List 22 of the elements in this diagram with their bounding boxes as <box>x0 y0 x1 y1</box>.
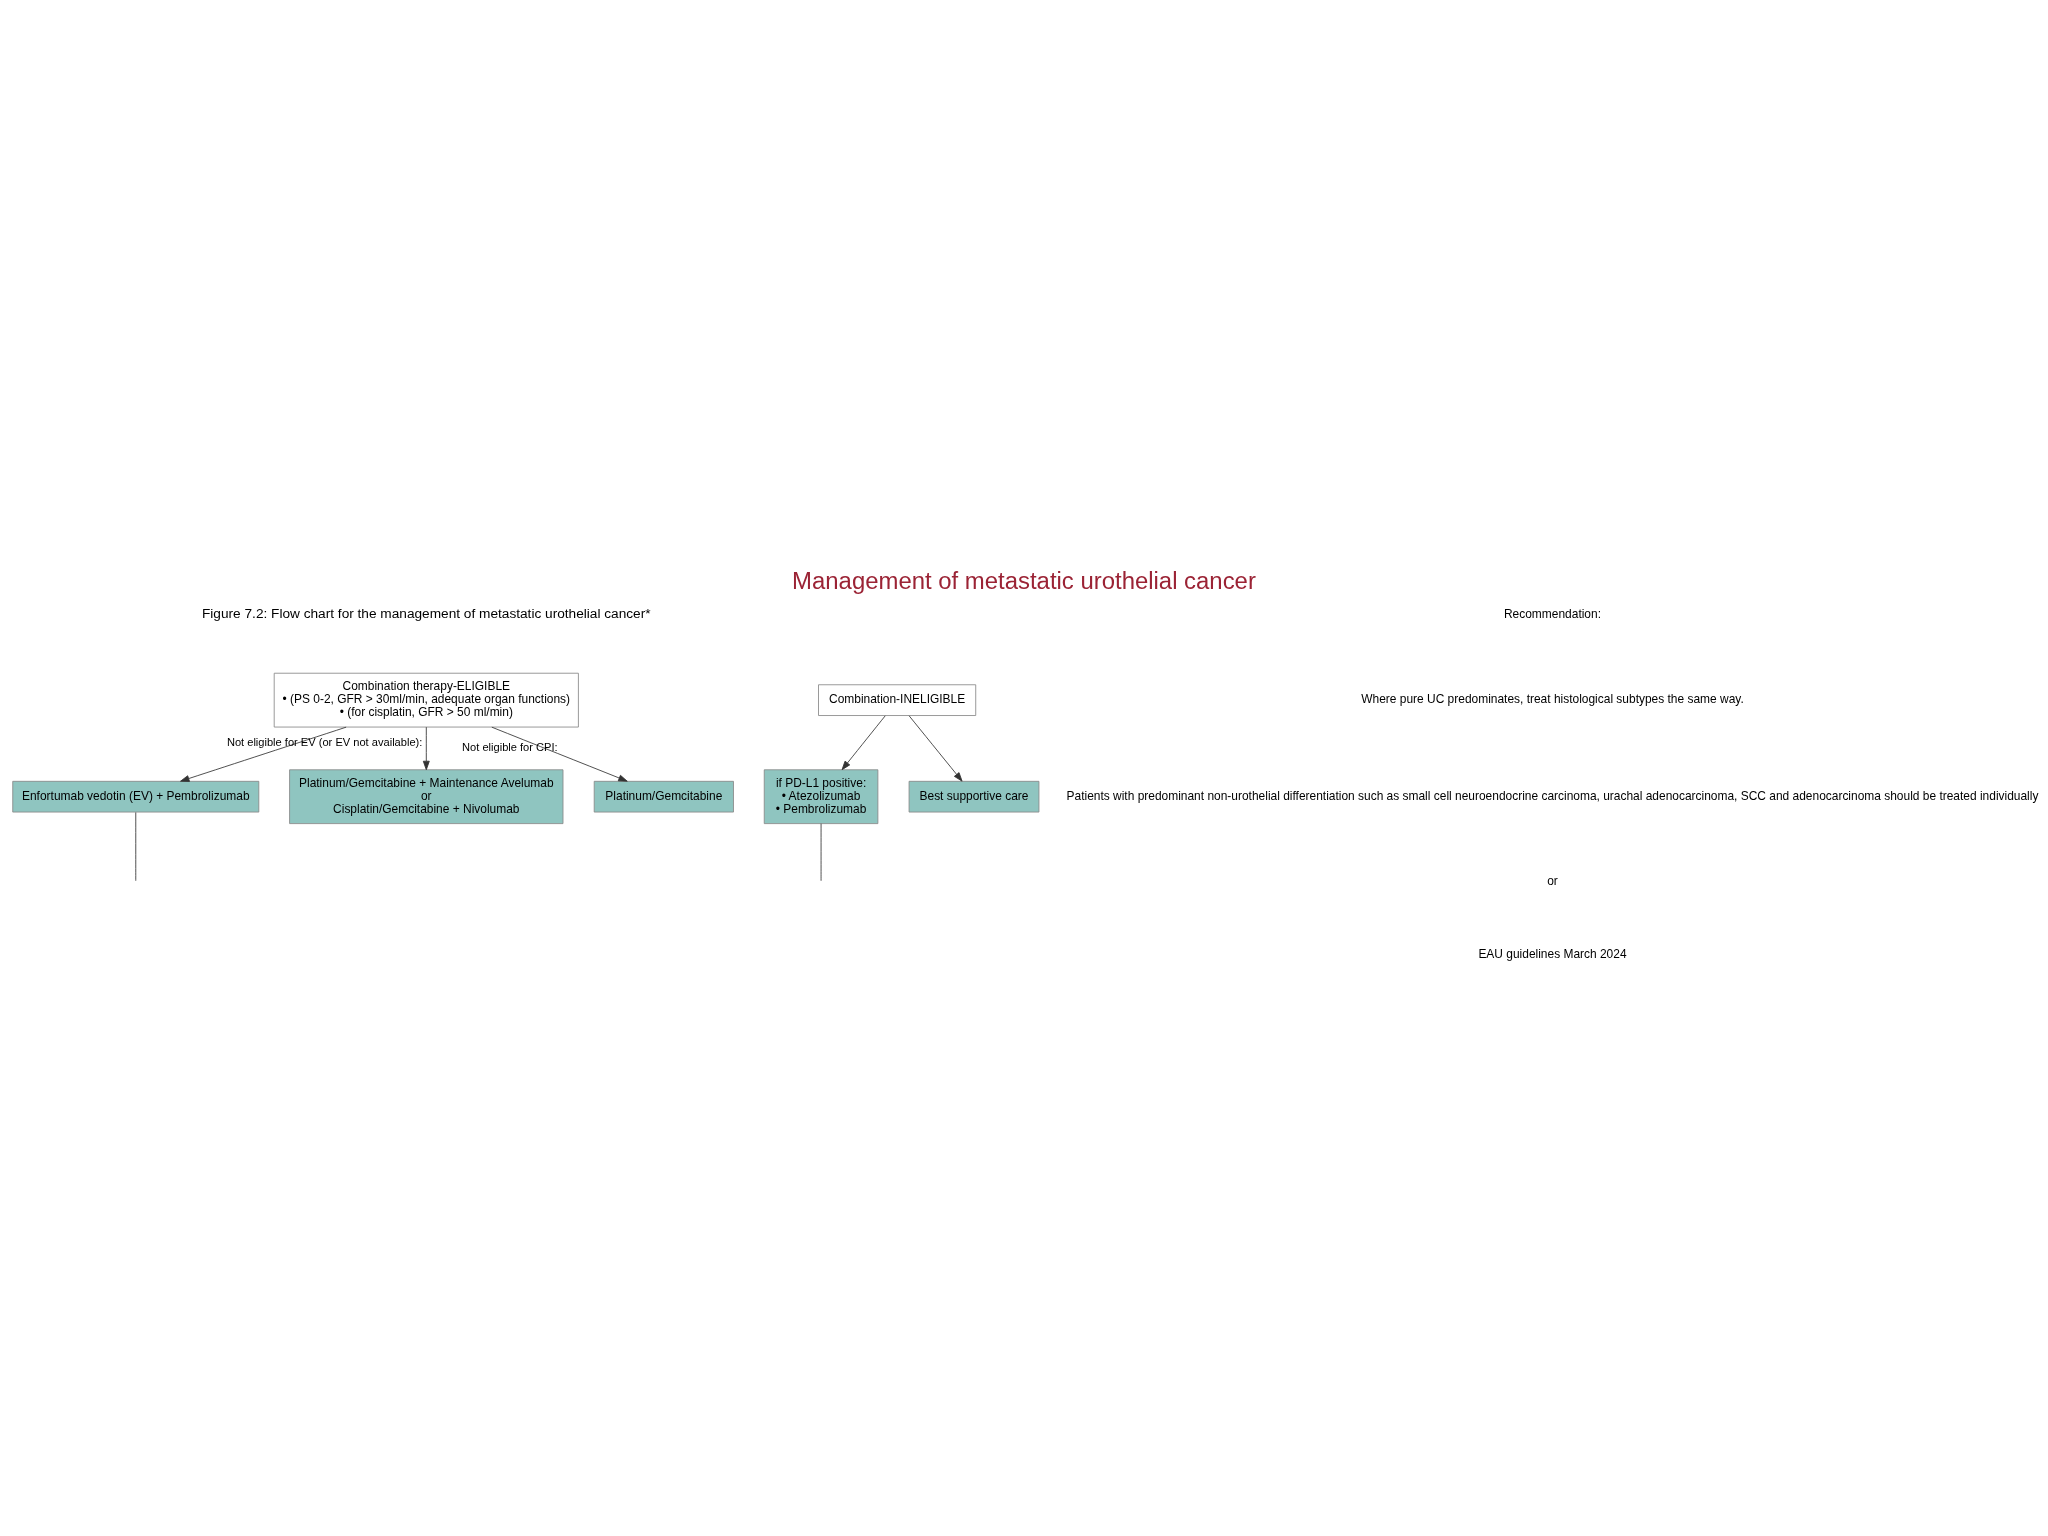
edge-label: Not eligible for CPI: <box>462 740 558 753</box>
connector <box>135 811 137 881</box>
diagram-title: Management of metastatic urothelial cancer <box>792 566 1256 594</box>
node-box: Platinum/Gemcitabine <box>593 780 734 812</box>
node-box: if PD-L1 positive: • Atezolizumab • Pembrolizumab <box>763 768 879 824</box>
arrow <box>908 714 963 782</box>
node-box: Combination-INELIGIBLE <box>818 683 977 716</box>
arrow <box>180 726 347 782</box>
label: EAU guidelines March 2024 <box>1478 946 1627 961</box>
node-box: Combination therapy-ELIGIBLE • (PS 0-2, GFR > 30ml/min, adequate organ functions) • (for cisplatin, GFR > 50 ml/min) <box>273 672 579 727</box>
node-box: Platinum/Gemcitabine + Maintenance Avelumab or Cisplatin/Gemcitabine + Nivolumab <box>289 768 564 824</box>
node-box: Best supportive care <box>908 780 1040 812</box>
arrow <box>422 726 430 770</box>
arrow <box>491 726 628 782</box>
edge-label: Not eligible for EV (or EV not available): <box>226 735 423 748</box>
label: Patients with predominant non-urothelial differentiation such as small cell neuroendocrine carcinoma, urachal adenocarcinoma, SCC and adenocarcinoma should be treated individually <box>1066 788 2039 803</box>
label: Where pure UC predominates, treat histological subtypes the same way. <box>1361 691 1744 706</box>
label: Figure 7.2: Flow chart for the management of metastatic urothelial cancer* <box>201 605 651 621</box>
node-box: Enfortumab vedotin (EV) + Pembrolizumab <box>12 780 260 812</box>
label: or <box>1547 873 1558 888</box>
arrow <box>841 714 886 770</box>
label: Recommendation: <box>1503 606 1601 621</box>
